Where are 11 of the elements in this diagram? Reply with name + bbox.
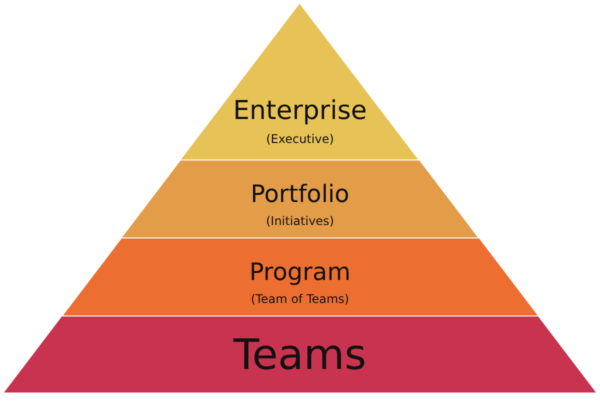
pyramid-apex [180,3,420,160]
pyramid-tier [62,238,538,316]
tier-title: Teams [234,330,366,379]
tier-title: Portfolio [250,180,350,208]
tier-title: Program [249,258,351,286]
tier-subtitle: (Executive) [266,132,334,146]
tier-title: Enterprise [233,96,367,126]
tier-subtitle: (Team of Teams) [250,292,350,306]
tier-subtitle: (Initiatives) [266,214,334,228]
pyramid-tier [121,160,479,238]
pyramid-tier [3,316,597,393]
